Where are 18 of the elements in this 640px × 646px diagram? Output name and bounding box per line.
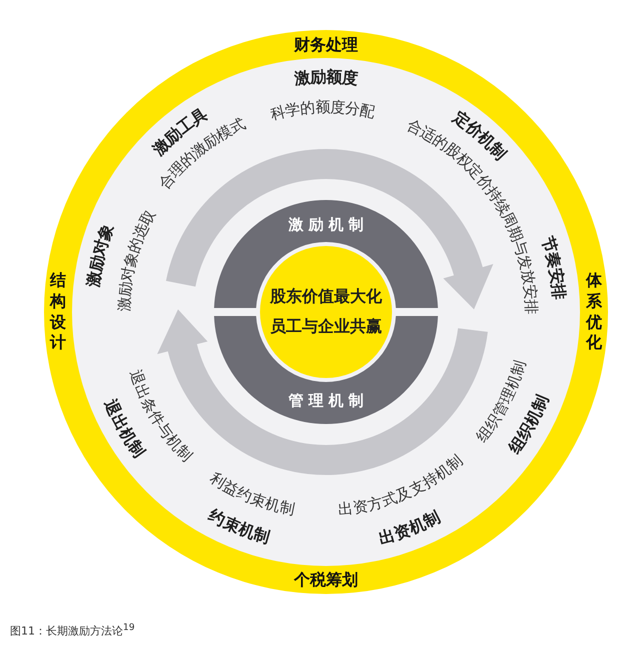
segment-text: 科学的额度分配 <box>268 98 376 124</box>
ring-label: 结构设计 <box>50 270 66 354</box>
cycle-arrow <box>166 149 494 310</box>
half-ring <box>214 316 438 424</box>
caption: 图11：长期激励方法论$^{19}$ <box>10 622 135 639</box>
half-ring <box>214 200 438 308</box>
center-text: 股东价值最大化 <box>270 286 382 308</box>
ring-label: 激励机制 <box>288 216 368 234</box>
ring-label: 体系优化 <box>586 270 602 354</box>
ring-label: 管理机制 <box>288 392 368 410</box>
segment-heading: 激励对象 <box>82 221 117 288</box>
ring-label: 财务处理 <box>294 36 358 54</box>
segment-heading: 激励额度 <box>293 66 360 88</box>
ring-label: 个税筹划 <box>294 570 358 590</box>
segment-text: 激励对象的选取 <box>114 206 159 312</box>
cycle-arrow <box>157 309 488 475</box>
segment-heading: 节奏安排 <box>538 234 570 300</box>
center-text: 员工与企业共赢 <box>270 316 382 338</box>
